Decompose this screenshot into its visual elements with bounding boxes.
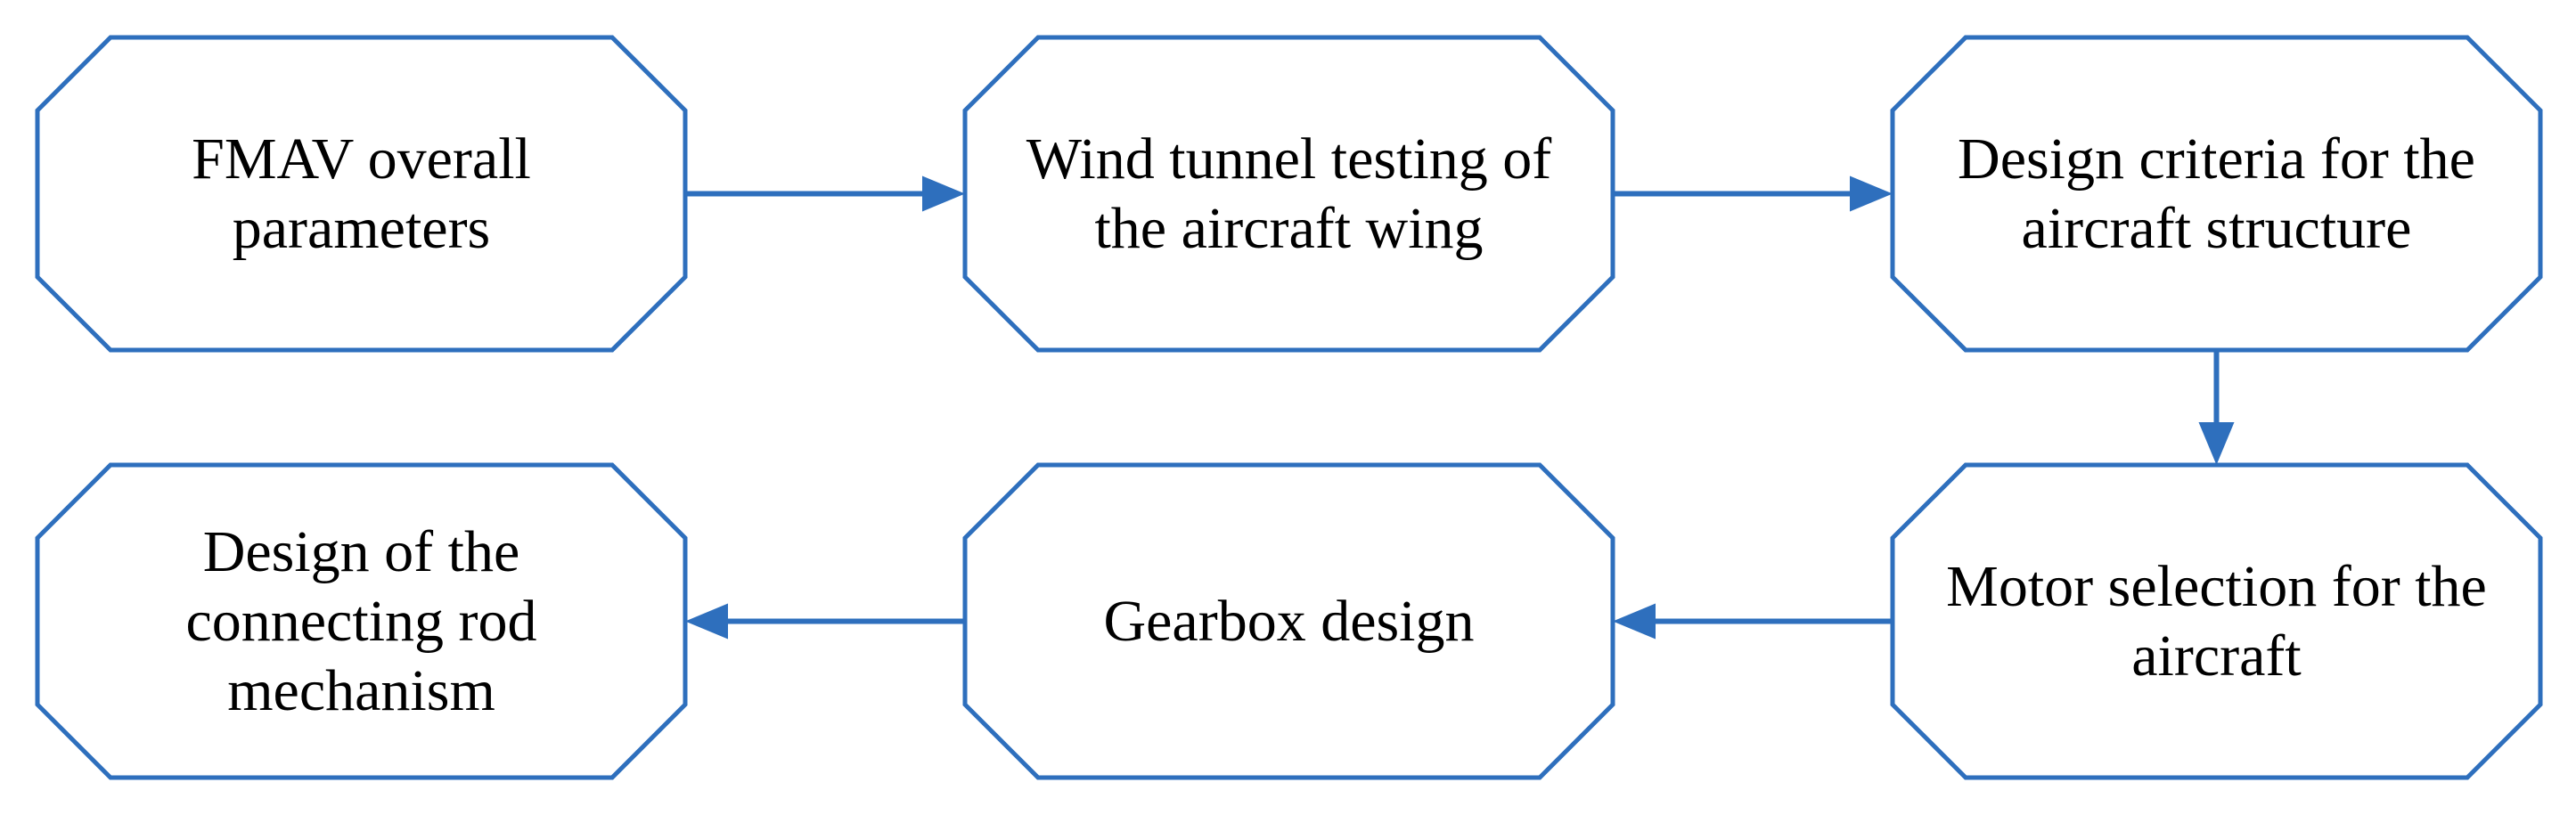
- flow-arrow-design-criteria-to-motor-selection: [2198, 350, 2235, 465]
- node-label-line: Motor selection for the: [1946, 554, 2487, 619]
- arrowhead-icon: [1850, 175, 1893, 212]
- flow-arrow-motor-selection-to-gearbox-design: [1613, 603, 1893, 640]
- arrowhead-icon: [685, 603, 728, 640]
- node-label-line: Wind tunnel testing of: [1026, 126, 1551, 192]
- node-label-line: aircraft structure: [2022, 196, 2412, 261]
- flow-arrow-gearbox-design-to-connecting-rod-design: [685, 603, 965, 640]
- arrowhead-icon: [922, 175, 965, 212]
- octagon-node-shape: [1890, 35, 2543, 353]
- edges-layer: [685, 175, 2235, 640]
- node-label-line: the aircraft wing: [1094, 196, 1483, 261]
- node-label-line: Design of the: [203, 519, 520, 584]
- flow-arrow-fmav-overall-parameters-to-wind-tunnel-testing: [685, 175, 965, 212]
- node-label-line: FMAV overall: [192, 126, 531, 192]
- octagon-node-shape: [962, 462, 1615, 780]
- node-label-line: Gearbox design: [1103, 589, 1474, 654]
- arrowhead-icon: [1613, 603, 1656, 640]
- octagon-node-shape: [1890, 462, 2543, 780]
- node-label-line: Design criteria for the: [1958, 126, 2475, 192]
- node-label-line: parameters: [233, 196, 491, 261]
- octagon-node-shape: [962, 35, 1615, 353]
- octagon-node-shape: [35, 462, 688, 780]
- octagon-node-shape: [35, 35, 688, 353]
- node-label-line: mechanism: [227, 658, 495, 723]
- flow-arrow-wind-tunnel-testing-to-design-criteria: [1613, 175, 1893, 212]
- node-label-line: aircraft: [2131, 623, 2302, 689]
- node-label-line: connecting rod: [185, 589, 536, 654]
- flow-node-gearbox-design: Gearbox design: [962, 462, 1615, 780]
- arrowhead-icon: [2198, 422, 2235, 465]
